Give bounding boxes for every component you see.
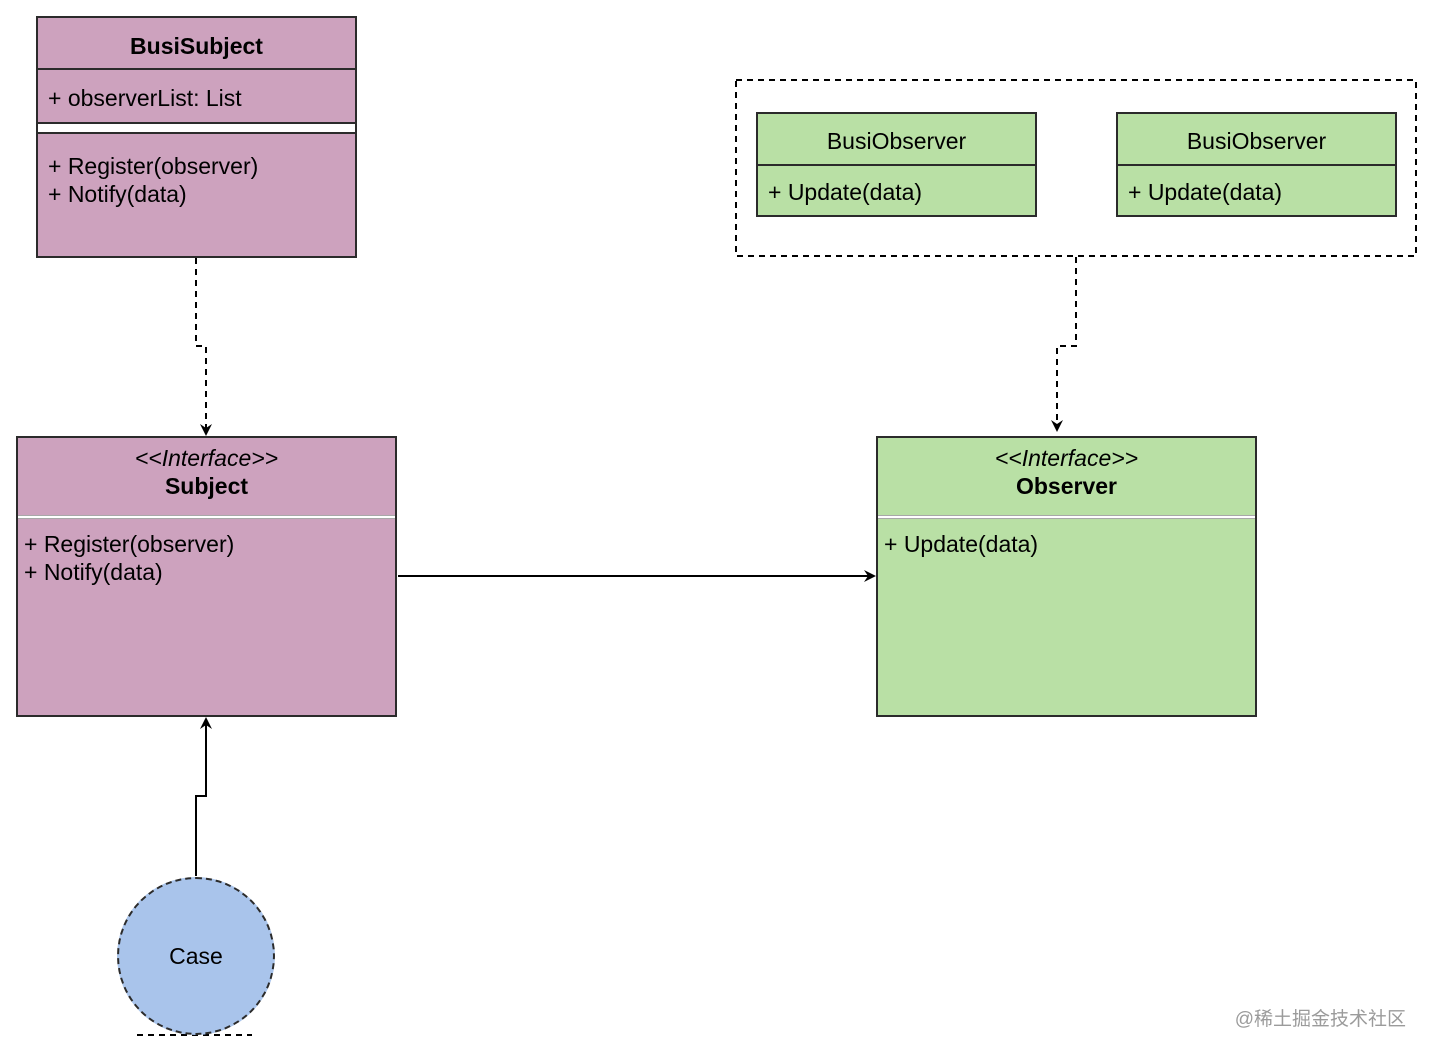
subject-divider <box>18 515 395 519</box>
busiobserver-2-method-update: + Update(data) <box>1128 179 1283 205</box>
busisubject-method-register: + Register(observer) <box>48 153 259 179</box>
busiobserver-2-divider <box>1118 164 1395 166</box>
subject-method-register: + Register(observer) <box>24 531 235 557</box>
observer-method-update: + Update(data) <box>884 531 1039 557</box>
busiobserver-1-divider <box>758 164 1035 166</box>
busiobserver-2-name: BusiObserver <box>1186 128 1327 154</box>
busisubject-to-subject-connector <box>195 258 212 436</box>
busisubject-class[interactable]: BusiSubject + observerList: List + Regis… <box>36 16 357 258</box>
case-label: Case <box>169 942 223 969</box>
observer-interface[interactable]: <<Interface>> Observer + Update(data) <box>876 436 1257 717</box>
subject-interface[interactable]: <<Interface>> Subject + Register(observe… <box>16 436 397 717</box>
case-to-subject-connector <box>195 717 212 876</box>
observer-name: Observer <box>1015 473 1117 499</box>
subject-method-notify: + Notify(data) <box>24 559 163 585</box>
busisubject-header-divider <box>38 68 355 70</box>
busisubject-method-notify: + Notify(data) <box>48 181 187 207</box>
subject-name: Subject <box>164 473 249 499</box>
busisubject-section-divider <box>38 122 355 134</box>
busiobserver-class-2[interactable]: BusiObserver + Update(data) <box>1116 112 1397 217</box>
observer-divider <box>878 515 1255 519</box>
observer-stereotype: <<Interface>> <box>994 445 1139 471</box>
case-node[interactable]: Case <box>117 877 275 1035</box>
busisubject-attribute: + observerList: List <box>48 85 242 111</box>
busiobservers-to-observer-connector <box>1051 257 1077 432</box>
subject-stereotype: <<Interface>> <box>134 445 279 471</box>
watermark-text: @稀土掘金技术社区 <box>1234 1009 1406 1030</box>
busiobserver-1-name: BusiObserver <box>826 128 967 154</box>
busiobserver-class-1[interactable]: BusiObserver + Update(data) <box>756 112 1037 217</box>
busisubject-name: BusiSubject <box>130 33 263 59</box>
busiobserver-1-method-update: + Update(data) <box>768 179 923 205</box>
